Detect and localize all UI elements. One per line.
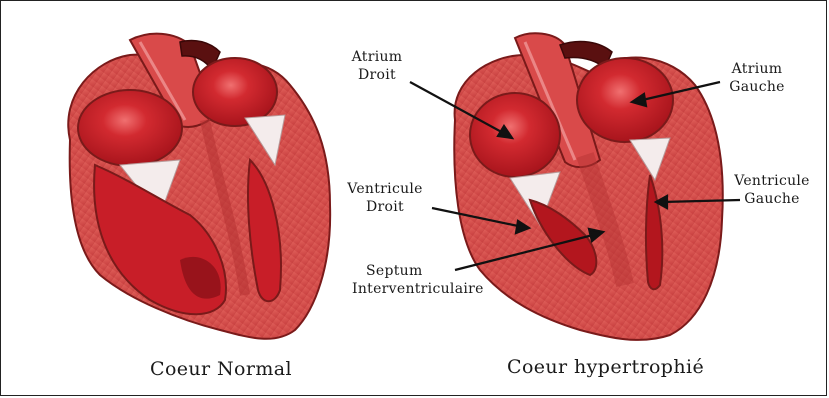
caption-hypertrophie: Coeur hypertrophié: [507, 356, 704, 378]
hypertrophied-left-atrium: [577, 58, 673, 142]
hypertrophied-right-atrium: [470, 93, 560, 177]
label-ventricule-droit: Ventricule Droit: [332, 180, 438, 216]
label-atrium-gauche-line2: Gauche: [717, 78, 797, 96]
label-ventricule-droit-line2: Droit: [332, 198, 438, 216]
label-ventricule-gauche-line2: Gauche: [720, 190, 824, 208]
label-atrium-gauche-line1: Atrium: [717, 60, 797, 78]
label-atrium-gauche: Atrium Gauche: [717, 60, 797, 96]
label-atrium-droit-line1: Atrium: [337, 48, 417, 66]
normal-heart: [68, 34, 330, 339]
normal-left-atrium: [193, 58, 277, 126]
label-ventricule-gauche: Ventricule Gauche: [720, 172, 824, 208]
label-ventricule-gauche-line1: Ventricule: [720, 172, 824, 190]
label-septum-line1: Septum: [352, 262, 512, 280]
label-septum-line2: Interventriculaire: [352, 280, 512, 298]
label-atrium-droit: Atrium Droit: [337, 48, 417, 84]
normal-right-atrium: [78, 90, 182, 166]
label-ventricule-droit-line1: Ventricule: [332, 180, 438, 198]
label-atrium-droit-line2: Droit: [337, 66, 417, 84]
caption-normal: Coeur Normal: [150, 358, 292, 380]
label-septum: Septum Interventriculaire: [352, 262, 512, 298]
